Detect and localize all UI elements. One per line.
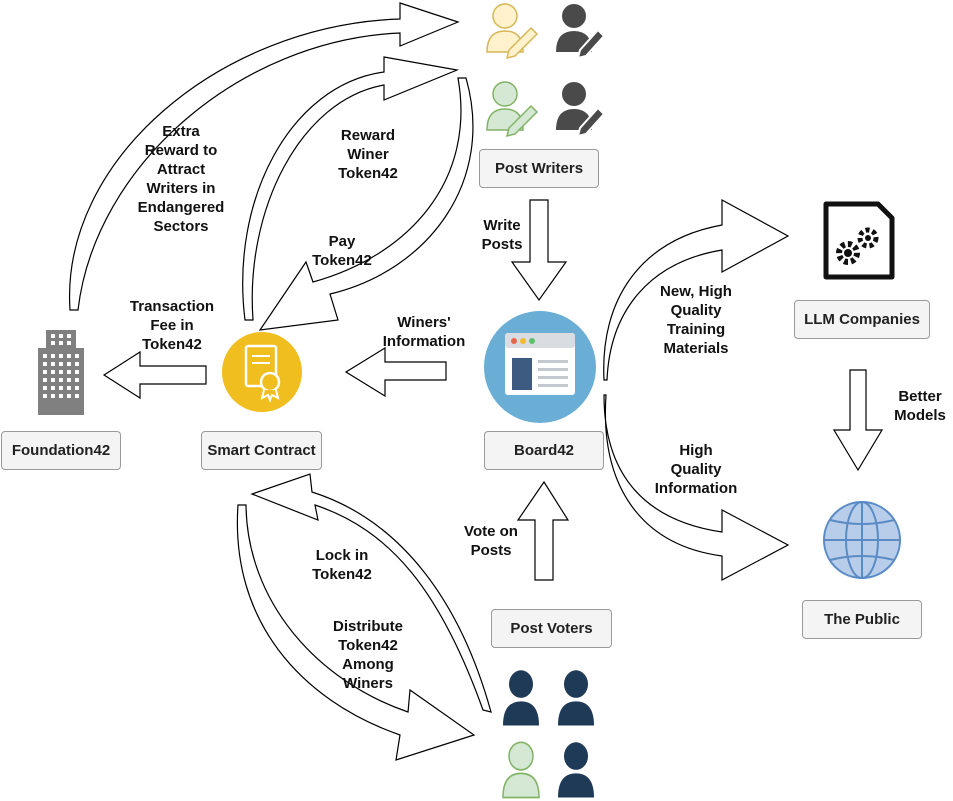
write-posts-arrow [510, 199, 568, 302]
the-public-node: The Public [802, 600, 922, 639]
certificate-icon [222, 332, 302, 412]
voter-icon-1 [503, 670, 539, 726]
extra-reward-arrow [69, 2, 460, 311]
writer-dark-icon [556, 4, 606, 60]
browser-window-icon [484, 311, 596, 423]
post-writers-node: Post Writers [479, 149, 599, 188]
better-models-label: Better Models [894, 388, 946, 424]
reward-winer-label: Reward Winer Token42 [338, 127, 398, 182]
voter-icon-2 [558, 670, 594, 726]
llm-companies-node: LLM Companies [794, 300, 930, 339]
winers-info-arrow [344, 346, 447, 398]
smart-contract-node: Smart Contract [201, 431, 322, 470]
globe-icon [823, 501, 901, 579]
high-quality-info-label: High Quality Information [654, 442, 738, 497]
lock-in-arrow [250, 473, 492, 713]
better-models-arrow [832, 369, 884, 472]
gear-document-icon [823, 201, 895, 280]
transaction-fee-arrow [102, 350, 207, 400]
building-icon [38, 330, 84, 415]
reward-winer-arrow [242, 56, 460, 321]
foundation-node: Foundation42 [1, 431, 121, 470]
info-arrow [603, 394, 790, 581]
lock-in-label: Lock in Token42 [312, 547, 372, 583]
pay-label: Pay Token42 [312, 233, 372, 269]
vote-on-posts-label: Vote on Posts [464, 523, 518, 559]
distribute-label: Distribute Token42 Among Winers [332, 618, 403, 692]
writer-yellow-icon [486, 3, 539, 60]
distribute-arrow [236, 504, 476, 761]
winers-information-label: Winers' Information [382, 314, 466, 350]
post-voters-node: Post Voters [491, 609, 612, 648]
voter-icon-3 [502, 741, 540, 799]
write-posts-label: Write Posts [481, 217, 523, 253]
writer-green-icon [486, 81, 539, 138]
writer-dark-icon-2 [556, 82, 606, 138]
voter-icon-4 [558, 742, 594, 798]
training-arrow [603, 198, 790, 381]
extra-reward-label: Extra Reward to Attract Writers in Endan… [137, 123, 225, 235]
vote-arrow [516, 480, 570, 581]
pay-arrow [258, 77, 474, 331]
board-node: Board42 [484, 431, 604, 470]
new-training-label: New, High Quality Training Materials [660, 283, 732, 357]
transaction-fee-label: Transaction Fee in Token42 [129, 298, 215, 353]
